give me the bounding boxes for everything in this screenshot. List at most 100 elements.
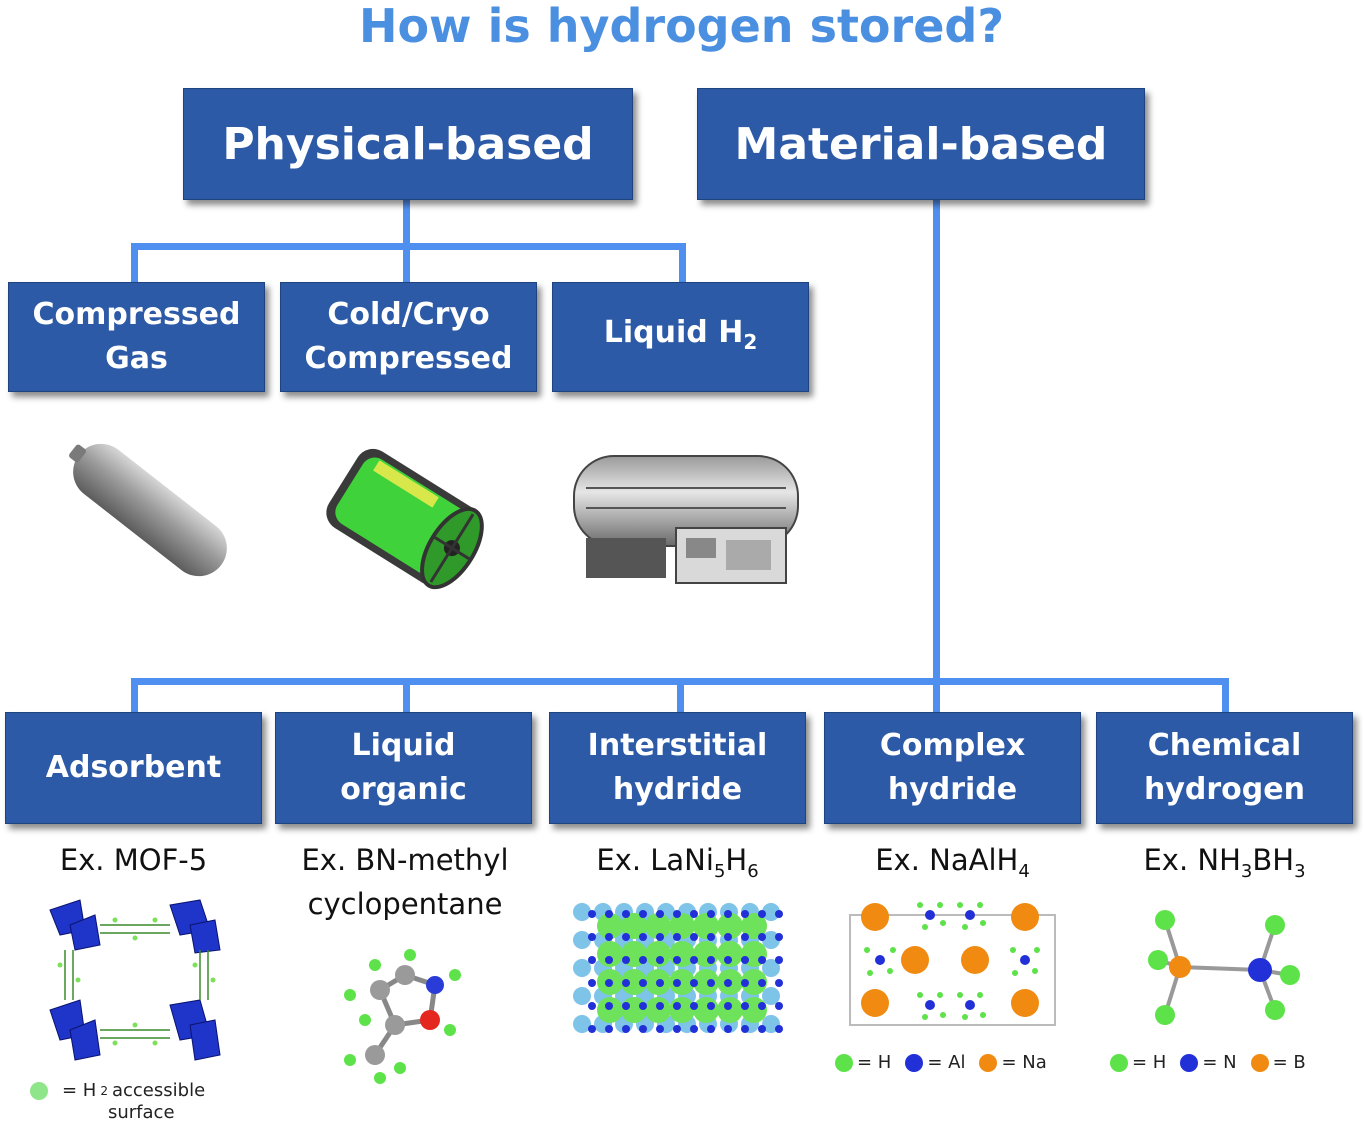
lattice-atom: [669, 913, 695, 939]
complex-hydride-line2: hydride: [887, 772, 1018, 807]
liquid-organic-box: Liquid organic: [275, 712, 532, 824]
nitrogen-dot: [1180, 1053, 1199, 1072]
lattice-atom: [690, 979, 698, 987]
connector-material-drop-1: [131, 678, 138, 714]
naalh4-structure-image: [849, 902, 1056, 1026]
lattice-atom: [717, 941, 743, 967]
nh3bh3-legend-h: = H: [1132, 1052, 1167, 1073]
material-based-box: Material-based: [697, 88, 1145, 200]
connector-material-drop-4: [933, 678, 940, 714]
lattice-atom: [656, 1025, 664, 1033]
lattice-atom: [656, 910, 664, 918]
lattice-atom: [690, 1025, 698, 1033]
lattice-atom: [758, 933, 766, 941]
connector-material-drop-5: [1222, 678, 1229, 714]
lattice-atom: [693, 997, 719, 1023]
lattice-atom: [639, 956, 647, 964]
nh3bh3-legend-n: = N: [1202, 1052, 1237, 1073]
lattice-atom: [775, 979, 783, 987]
example-bn-methyl-line2: cyclopentane: [307, 887, 503, 921]
liquid-h2-box: Liquid H2: [552, 282, 809, 392]
lattice-atom: [639, 1025, 647, 1033]
lattice-atom: [690, 933, 698, 941]
lattice-atom: [573, 1015, 591, 1033]
lattice-atom: [656, 933, 664, 941]
lattice-atom: [669, 997, 695, 1023]
example-lani5h6: Ex. LaNi5H6: [549, 838, 806, 894]
aluminum-dot: [905, 1053, 924, 1072]
nh3bh3-part-a: Ex. NH: [1143, 843, 1241, 877]
lattice-atom: [724, 1025, 732, 1033]
liquid-h2-subscript: 2: [743, 329, 758, 354]
naalh4-legend-al: = Al: [927, 1052, 966, 1073]
mof5-structure-image: [49, 899, 221, 1061]
nh3bh3-part-b: BH: [1252, 843, 1295, 877]
lattice-atom: [741, 1002, 749, 1010]
lattice-atom: [762, 987, 780, 1005]
connector-material-drop-2: [403, 678, 410, 714]
mof5-legend-sub: 2: [100, 1083, 108, 1098]
lattice-atom: [588, 956, 596, 964]
lattice-atom: [741, 979, 749, 987]
lattice-atom: [588, 1025, 596, 1033]
complex-hydride-line1: Complex: [879, 728, 1026, 763]
lattice-atom: [775, 956, 783, 964]
lattice-atom: [656, 979, 664, 987]
lattice-atom: [605, 1002, 613, 1010]
lattice-atom: [645, 913, 671, 939]
liquid-organic-line2: organic: [340, 772, 467, 807]
connector-physical-drop-3: [679, 243, 686, 285]
naalh4-legend-na: = Na: [1001, 1052, 1047, 1073]
lattice-atom: [597, 913, 623, 939]
lani-sub-2: 6: [747, 860, 759, 882]
lattice-atom: [621, 997, 647, 1023]
lattice-atom: [707, 1002, 715, 1010]
lattice-atom: [573, 987, 591, 1005]
lattice-atom: [724, 979, 732, 987]
lattice-atom: [762, 959, 780, 977]
bn-methyl-molecule-image: [344, 949, 461, 1084]
example-naalh4: Ex. NaAlH4: [824, 838, 1081, 894]
page-title: How is hydrogen stored?: [358, 0, 1005, 53]
lattice-atom: [741, 969, 767, 995]
lattice-atom: [621, 913, 647, 939]
lattice-atom: [673, 1002, 681, 1010]
connector-physical-vertical: [403, 200, 410, 250]
lattice-atom: [758, 1002, 766, 1010]
lattice-atom: [656, 956, 664, 964]
lattice-atom: [775, 1002, 783, 1010]
lattice-atom: [656, 1002, 664, 1010]
hydrogen-dot: [835, 1053, 853, 1072]
adsorbent-label: Adsorbent: [45, 750, 222, 785]
lattice-atom: [741, 1025, 749, 1033]
lattice-atom: [775, 933, 783, 941]
lattice-atom: [693, 969, 719, 995]
nh3bh3-legend-b: = B: [1272, 1052, 1306, 1073]
lattice-atom: [758, 956, 766, 964]
lattice-atom: [597, 941, 623, 967]
lattice-atom: [588, 933, 596, 941]
liquid-organic-line1: Liquid: [351, 728, 456, 763]
lattice-atom: [690, 1002, 698, 1010]
lattice-atom: [741, 933, 749, 941]
lattice-atom: [639, 933, 647, 941]
lattice-atom: [639, 979, 647, 987]
connector-material-drop-3: [677, 678, 684, 714]
lattice-atom: [669, 941, 695, 967]
lattice-atom: [588, 979, 596, 987]
lattice-atom: [588, 910, 596, 918]
chemical-hydrogen-line1: Chemical: [1147, 728, 1302, 763]
lattice-atom: [693, 941, 719, 967]
lattice-atom: [622, 956, 630, 964]
lattice-atom: [758, 1025, 766, 1033]
naalh-sub-1: 4: [1018, 860, 1030, 882]
hydrogen-dot: [1110, 1053, 1128, 1072]
lattice-atom: [724, 956, 732, 964]
mof5-legend-rest: accessible: [111, 1080, 206, 1101]
mof5-legend-line2: surface: [108, 1102, 175, 1123]
lani-part-b: H: [725, 843, 748, 877]
lattice-atom: [758, 910, 766, 918]
lattice-atom: [573, 903, 591, 921]
